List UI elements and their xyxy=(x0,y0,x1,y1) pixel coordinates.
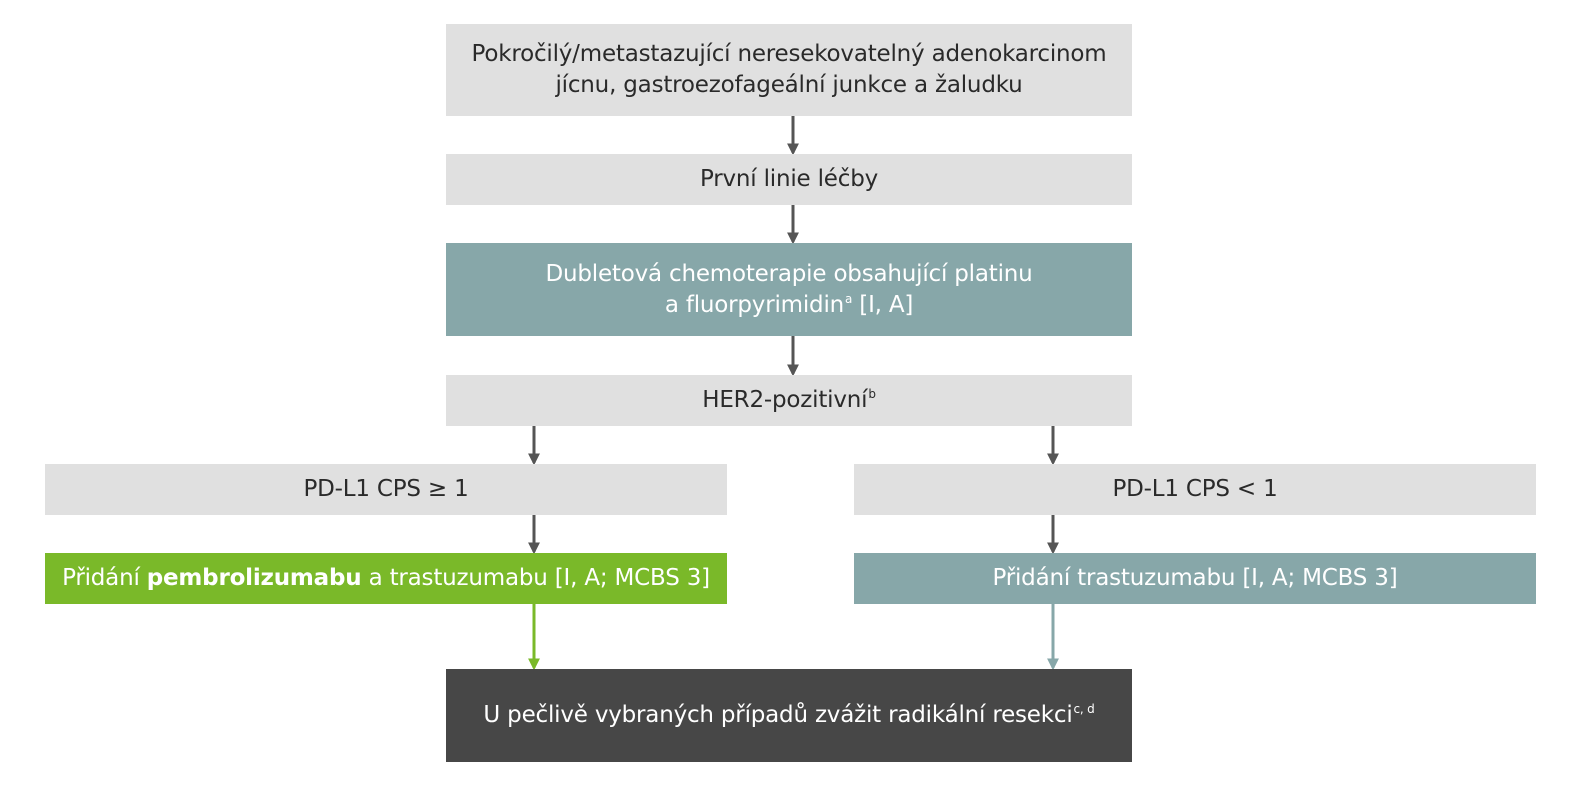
node-resection-label: U pečlivě vybraných případů zvážit radik… xyxy=(483,702,1073,728)
node-chemo-line1: Dubletová chemoterapie obsahující platin… xyxy=(545,260,1033,287)
node-chemo-line2: a fluorpyrimidina [I, A] xyxy=(545,290,1032,321)
node-pdl1-positive-label: PD-L1 CPS ≥ 1 xyxy=(303,476,469,502)
node-pembro-suffix: a trastuzumabu [I, A; MCBS 3] xyxy=(361,565,711,591)
node-trastuzumab-label: Přidání trastuzumabu [I, A; MCBS 3] xyxy=(992,565,1398,591)
footnote-b: b xyxy=(868,387,876,401)
node-pdl1-negative: PD-L1 CPS < 1 xyxy=(854,464,1536,515)
node-start-line2: jícnu, gastroezofageální junkce a žaludk… xyxy=(555,72,1023,98)
node-her2: HER2-pozitivníb xyxy=(446,375,1132,426)
node-pdl1-positive: PD-L1 CPS ≥ 1 xyxy=(45,464,727,515)
node-chemo-line2-text: a fluorpyrimidin xyxy=(664,291,845,318)
node-pembro-bold: pembrolizumabu xyxy=(146,565,362,591)
node-pembrolizumab: Přidání pembrolizumabu a trastuzumabu [I… xyxy=(45,553,727,604)
node-her2-label: HER2-pozitivní xyxy=(702,387,868,413)
node-resection: U pečlivě vybraných případů zvážit radik… xyxy=(446,669,1132,762)
node-start: Pokročilý/metastazující neresekovatelný … xyxy=(446,24,1132,116)
node-first-line-label: První linie léčby xyxy=(699,166,879,192)
footnote-a: a xyxy=(845,291,853,306)
node-chemo-evidence: [I, A] xyxy=(852,291,914,318)
node-chemo: Dubletová chemoterapie obsahující platin… xyxy=(446,243,1132,336)
node-start-line1: Pokročilý/metastazující neresekovatelný … xyxy=(471,41,1107,67)
node-first-line: První linie léčby xyxy=(446,154,1132,205)
node-pembro-prefix: Přidání xyxy=(62,565,147,591)
node-pdl1-negative-label: PD-L1 CPS < 1 xyxy=(1112,476,1278,502)
node-trastuzumab: Přidání trastuzumabu [I, A; MCBS 3] xyxy=(854,553,1536,604)
footnote-cd: c, d xyxy=(1073,702,1095,716)
